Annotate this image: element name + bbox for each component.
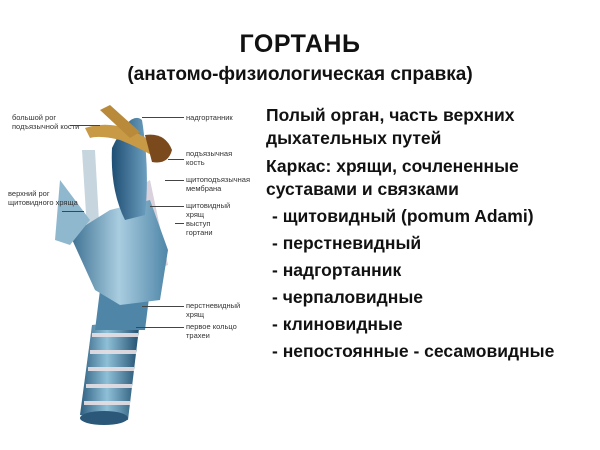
- leader-line: [70, 125, 100, 126]
- leader-line: [136, 327, 184, 328]
- paragraph-framework: Каркас: хрящи, сочлененные суставами и с…: [266, 156, 519, 199]
- leader-line: [168, 159, 184, 160]
- label-hyoid-bone: подъязычная кость: [186, 149, 233, 167]
- label-superior-horn-thyroid: верхний рог щитовидного хряща: [8, 189, 78, 207]
- leader-line: [62, 211, 84, 212]
- leader-line: [175, 223, 184, 224]
- label-cricoid-cartilage: перстневидный хрящ: [186, 301, 241, 319]
- larynx-illustration: [55, 105, 172, 425]
- page-title: ГОРТАНЬ: [239, 30, 361, 58]
- label-laryngeal-prominence: выступ гортани: [186, 219, 213, 237]
- label-thyrohyoid-membrane: щитоподъязычная мембрана: [186, 175, 251, 193]
- leader-line: [150, 206, 184, 207]
- list-item-cricoid: - перстневидный: [272, 233, 422, 253]
- paragraph-definition: Полый орган, часть верхних дыхательных п…: [266, 105, 515, 148]
- leader-line: [142, 306, 184, 307]
- larynx-diagram: большой рог подъязычной кости верхний ро…: [0, 95, 265, 450]
- description-text: Полый орган, часть верхних дыхательных п…: [266, 104, 600, 368]
- list-item-cuneiform: - клиновидные: [272, 314, 403, 334]
- label-thyroid-cartilage: щитовидный хрящ: [186, 201, 231, 219]
- page-subtitle: (анатомо-физиологическая справка): [127, 64, 473, 85]
- leader-line: [142, 117, 184, 118]
- list-item-epiglottis: - надгортанник: [272, 260, 402, 280]
- label-epiglottis: надгортанник: [186, 113, 233, 122]
- label-first-tracheal-ring: первое кольцо трахеи: [186, 322, 237, 340]
- label-greater-horn-hyoid: большой рог подъязычной кости: [12, 113, 80, 131]
- leader-line: [165, 180, 184, 181]
- list-item-arytenoid: - черпаловидные: [272, 287, 424, 307]
- list-item-thyroid: - щитовидный (pomum Adami): [272, 206, 534, 226]
- list-item-sesamoid: - непостоянные - сесамовидные: [272, 341, 555, 361]
